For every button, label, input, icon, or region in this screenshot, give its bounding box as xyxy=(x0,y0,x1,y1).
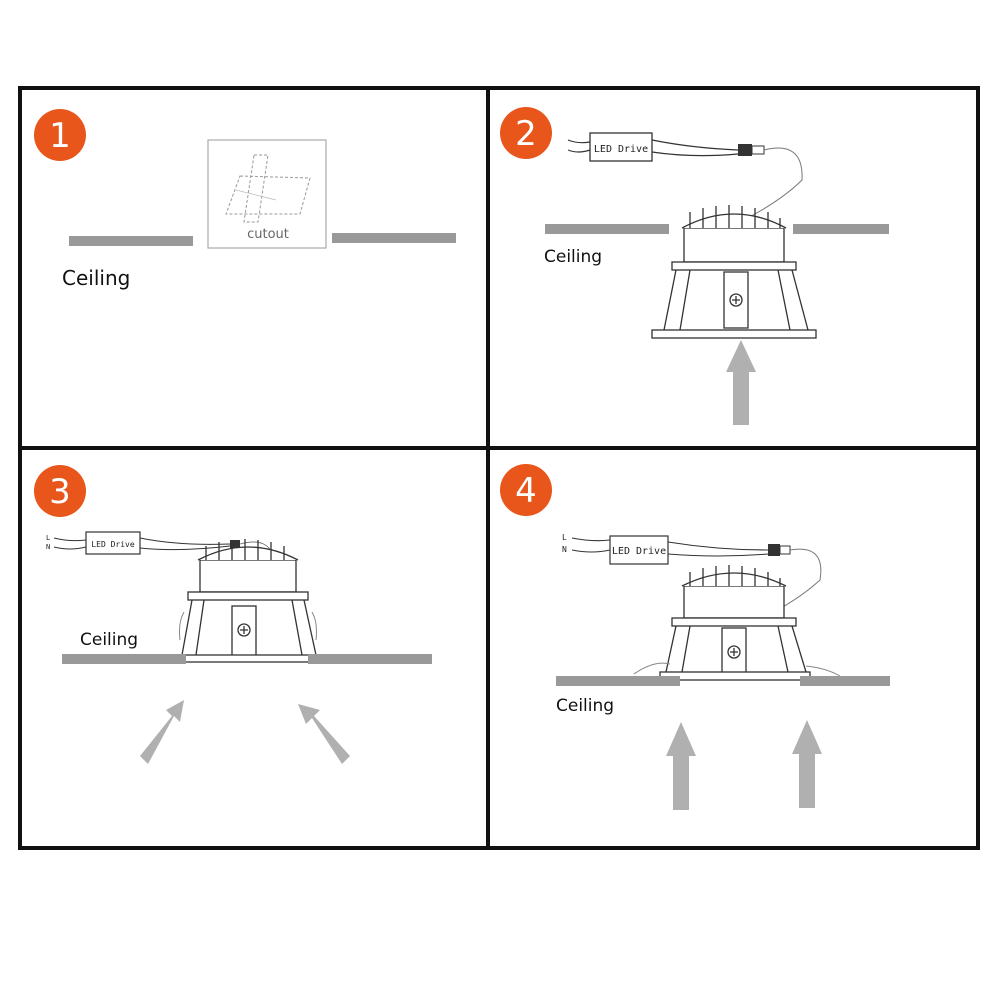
driver-label-4: LED Drive xyxy=(612,546,666,557)
downlight-2 xyxy=(651,205,817,339)
up-arrow-right-4 xyxy=(792,720,822,808)
step-badge-4 xyxy=(500,464,552,516)
ceiling-right-3 xyxy=(308,654,432,664)
arrow-right-3 xyxy=(298,704,350,764)
ceiling-left-2 xyxy=(545,224,669,234)
ceiling-left-3 xyxy=(62,654,186,664)
ceiling-label-3: Ceiling xyxy=(80,630,138,650)
driver-label-3: LED Drive xyxy=(91,540,135,549)
ceiling-label-2: Ceiling xyxy=(544,247,602,267)
up-arrow-2 xyxy=(726,340,756,425)
led-driver-2: LED Drive xyxy=(567,132,803,221)
panel-step-1: 1 Ceiling cutout xyxy=(34,109,456,290)
panel-step-4: 4 L N LED Drive Ceiling xyxy=(500,464,890,810)
step-number-2: 2 xyxy=(515,114,537,154)
step-badge-3 xyxy=(34,465,86,517)
panel-step-2: 2 LED Drive Ceiling xyxy=(500,107,889,425)
led-driver-3: L N LED Drive xyxy=(46,531,275,561)
ceiling-right-1 xyxy=(332,233,456,243)
step-badge-1 xyxy=(34,109,86,161)
ceiling-right-4 xyxy=(800,676,890,686)
ceiling-label-4: Ceiling xyxy=(556,696,614,716)
cutout-figure: cutout xyxy=(207,139,327,249)
step-number-3: 3 xyxy=(49,472,71,512)
wire-l-3: L xyxy=(46,534,50,542)
cutout-label: cutout xyxy=(247,227,289,242)
downlight-3 xyxy=(179,539,317,663)
wire-n-4: N xyxy=(562,545,567,554)
panel-step-3: 3 L N LED Drive Ceiling xyxy=(34,465,432,764)
ceiling-right-2 xyxy=(793,224,889,234)
ceiling-label-1: Ceiling xyxy=(62,266,130,290)
grid-frame xyxy=(18,86,980,850)
led-driver-4: L N LED Drive xyxy=(562,533,822,621)
downlight-4 xyxy=(633,565,841,681)
wire-l-4: L xyxy=(562,533,567,542)
wire-n-3: N xyxy=(46,543,50,551)
arrow-left-3 xyxy=(140,700,184,764)
step-number-4: 4 xyxy=(515,471,537,511)
step-number-1: 1 xyxy=(49,116,71,156)
up-arrow-left-4 xyxy=(666,722,696,810)
driver-label-2: LED Drive xyxy=(594,144,648,155)
ceiling-left-1 xyxy=(69,236,193,246)
ceiling-left-4 xyxy=(556,676,680,686)
step-badge-2 xyxy=(500,107,552,159)
